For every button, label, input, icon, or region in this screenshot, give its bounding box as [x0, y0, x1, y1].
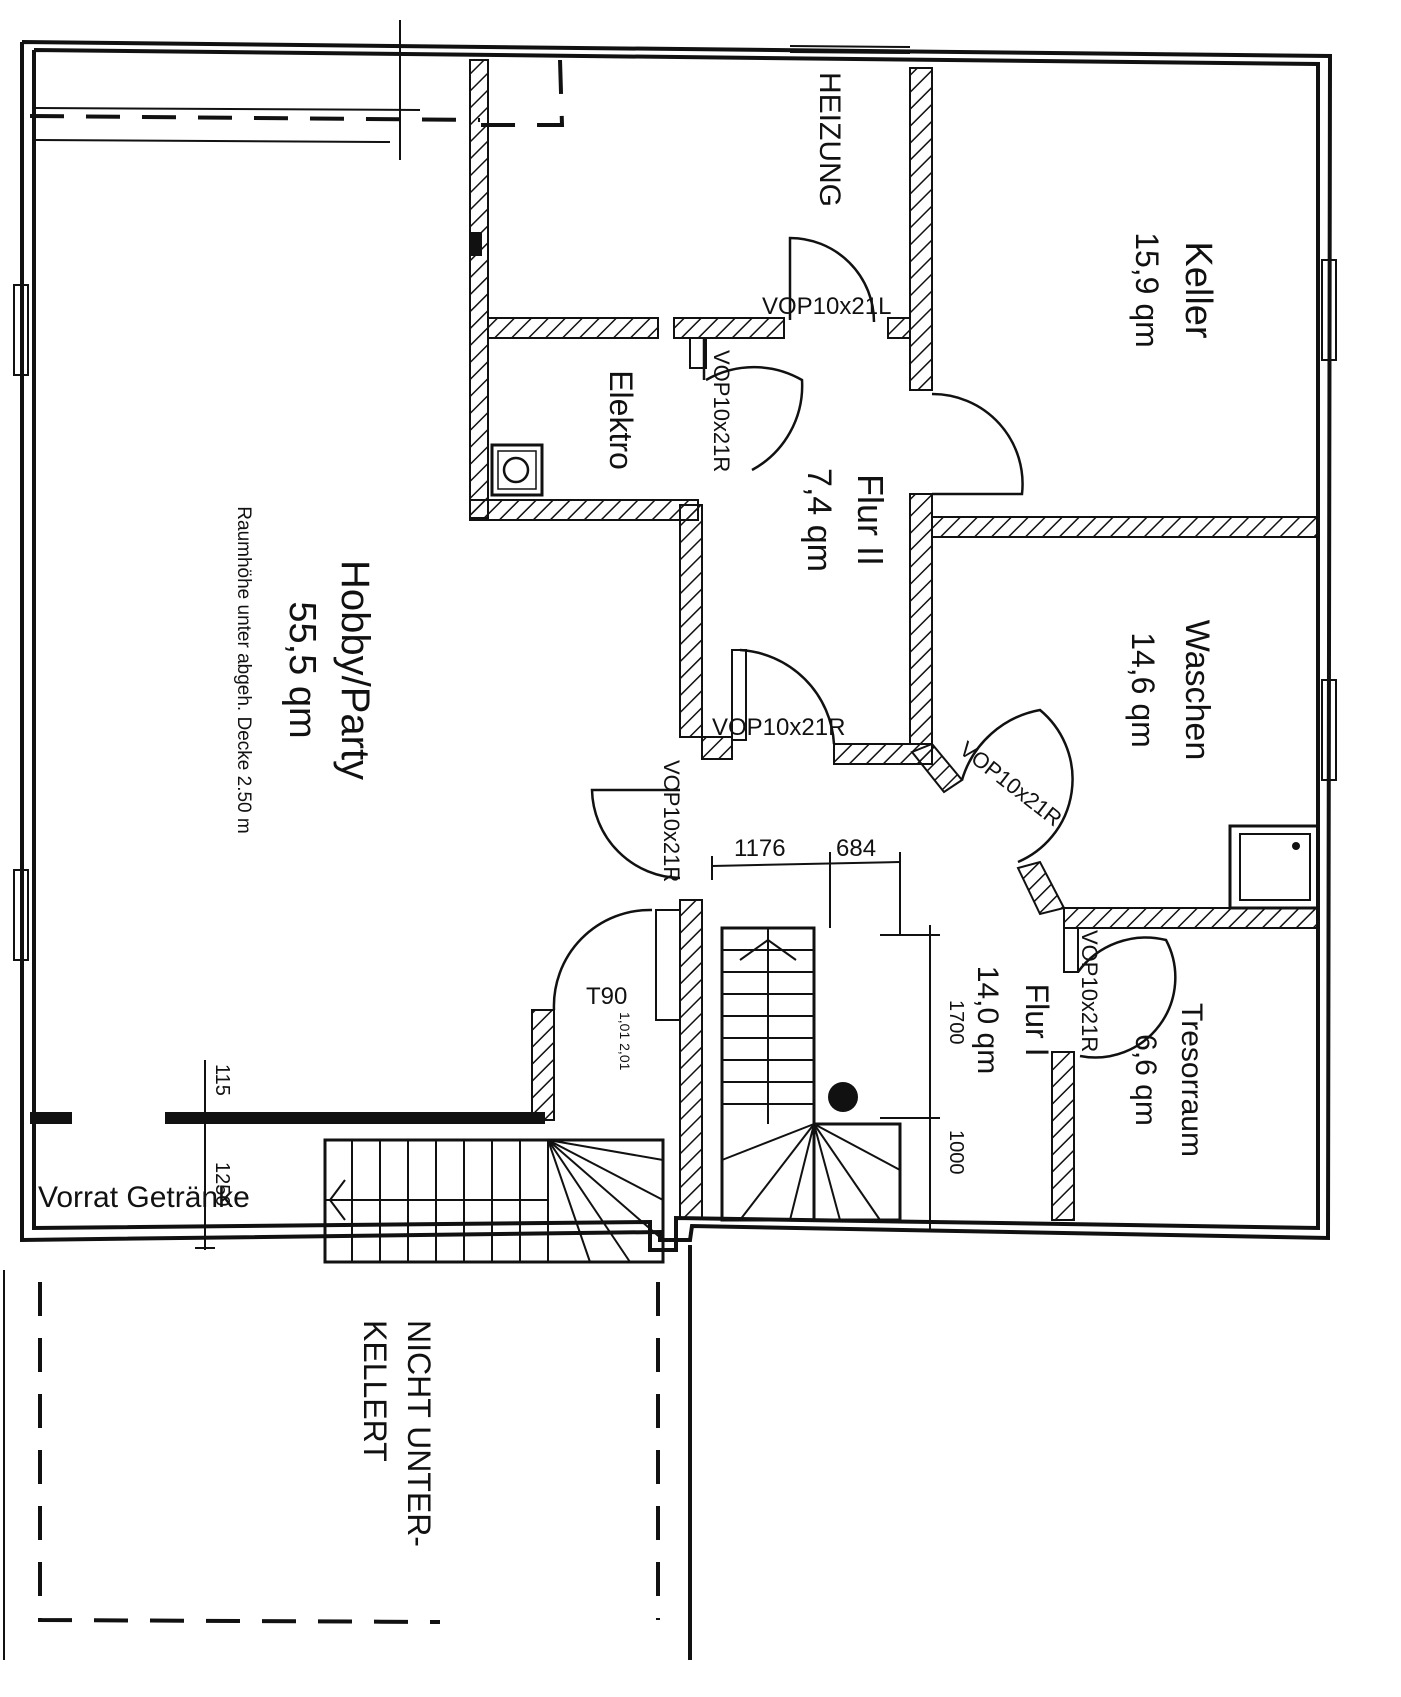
- door-label-3: VOP10x21R: [712, 714, 845, 741]
- flur1-name: Flur I: [1019, 984, 1055, 1057]
- dim-1000: 1000: [945, 1130, 967, 1175]
- door-label-2: VOP10x21R: [709, 350, 734, 472]
- flur2-area: 7,4 qm: [800, 468, 838, 572]
- hobby-name: Hobby/Party: [333, 560, 377, 780]
- t90-label: T90: [586, 983, 627, 1010]
- keller-area: 15,9 qm: [1129, 232, 1165, 348]
- wash-basin: [1228, 824, 1320, 910]
- door-labels: VOP10x21L VOP10x21R VOP10x21R VOP10x21R …: [586, 293, 1102, 1071]
- dimension-lines: [195, 852, 940, 1250]
- dimension-labels: 1176 684 1700 1000 115 1250: [211, 835, 967, 1207]
- keller-name: Keller: [1177, 241, 1219, 338]
- door-label-1: VOP10x21L: [762, 293, 891, 320]
- hobby-area: 55,5 qm: [281, 601, 323, 738]
- outer-walls: [13, 20, 1337, 1252]
- dim-1176: 1176: [734, 835, 786, 862]
- stair-left: [323, 1138, 665, 1264]
- door-label-6: VOP10x21R: [1077, 930, 1102, 1052]
- doors: [552, 236, 1177, 1059]
- tresor-name: Tresorraum: [1175, 1003, 1208, 1157]
- t90-dim: 1,01 2,01: [617, 1012, 633, 1071]
- heizung-name: HEIZUNG: [813, 72, 846, 207]
- nicht-line1: NICHT UNTER-: [401, 1320, 437, 1547]
- waschen-area: 14,6 qm: [1125, 632, 1161, 748]
- dim-1250: 1250: [211, 1162, 233, 1207]
- stair-right: [720, 926, 902, 1222]
- waschen-name: Waschen: [1178, 620, 1216, 760]
- dim-684: 684: [836, 835, 876, 862]
- dashed-upper-zone: [29, 59, 565, 127]
- flur2-name: Flur II: [850, 474, 891, 566]
- dim-115: 115: [211, 1064, 233, 1096]
- interior-walls: [30, 59, 1319, 1221]
- vorrat-name: Vorrat Getränke: [38, 1181, 250, 1214]
- nicht-line2: KELLERT: [357, 1320, 393, 1462]
- tresor-area: 6,6 qm: [1129, 1034, 1162, 1126]
- door-label-5: VOP10x21R: [659, 760, 684, 882]
- flur1-area: 14,0 qm: [971, 966, 1004, 1074]
- dim-1700: 1700: [945, 1000, 967, 1045]
- room-labels: Keller 15,9 qm HEIZUNG Elektro Flur II 7…: [38, 72, 1219, 1547]
- door-label-4: VOP10x21R: [955, 736, 1067, 831]
- elektro-name: Elektro: [603, 370, 639, 470]
- hobby-note: Raumhöhe unter abgeh. Decke 2.50 m: [233, 506, 254, 833]
- nicht-unterkellert-outline: [3, 1245, 692, 1660]
- electric-box: [490, 443, 544, 497]
